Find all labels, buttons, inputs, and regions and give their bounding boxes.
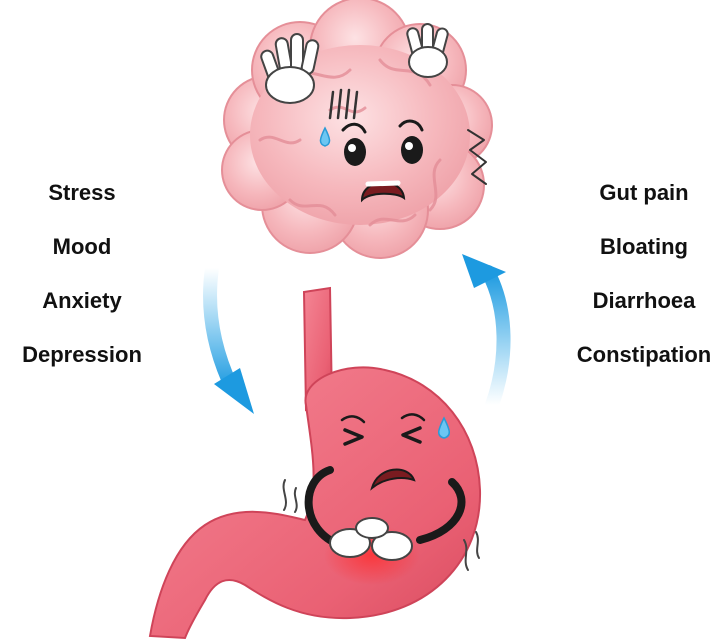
right-glove-icon	[406, 24, 449, 77]
stomach-illustration	[150, 288, 480, 638]
stomach-body	[150, 367, 480, 638]
brain-symptoms-list: Stress Mood Anxiety Depression	[2, 166, 162, 382]
term-constipation: Constipation	[562, 328, 726, 382]
arrow-up-gut-to-brain	[462, 254, 506, 405]
gut-symptoms-list: Gut pain Bloating Diarrhoea Constipation	[562, 166, 726, 382]
term-depression: Depression	[2, 328, 162, 382]
term-gut-pain: Gut pain	[562, 166, 726, 220]
term-bloating: Bloating	[562, 220, 726, 274]
term-diarrhoea: Diarrhoea	[562, 274, 726, 328]
brain-illustration	[222, 0, 492, 258]
term-stress: Stress	[2, 166, 162, 220]
arrow-down-brain-to-gut	[210, 268, 254, 414]
term-mood: Mood	[2, 220, 162, 274]
term-anxiety: Anxiety	[2, 274, 162, 328]
